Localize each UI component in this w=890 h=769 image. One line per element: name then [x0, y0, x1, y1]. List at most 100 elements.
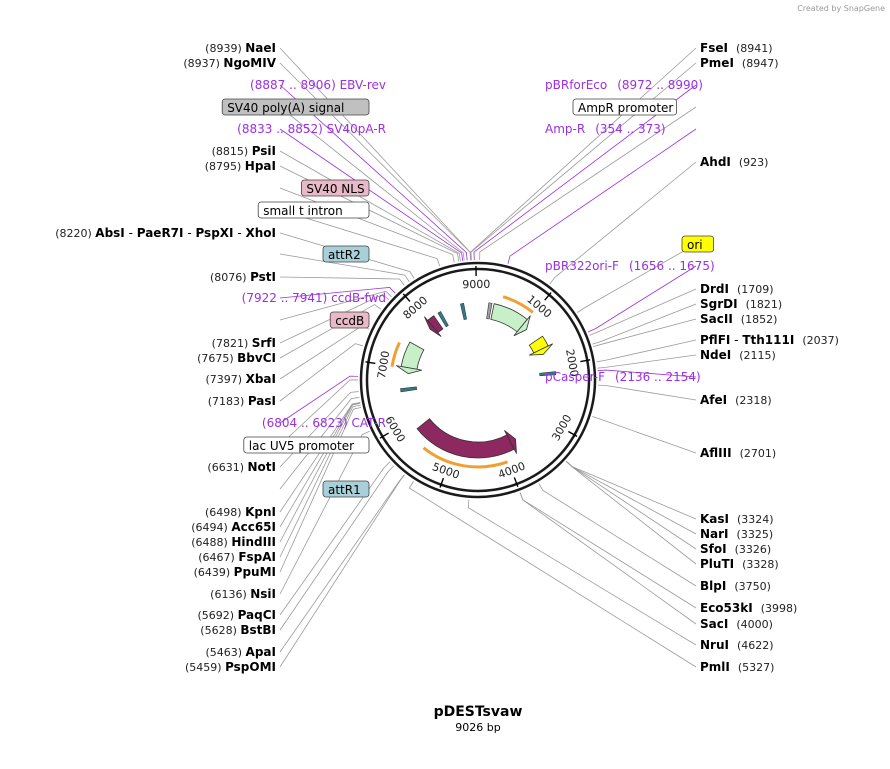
enzyme-site-label: (6494) Acc65I	[191, 520, 276, 534]
primer-name: EBV-rev	[340, 78, 386, 92]
enzyme-leader	[589, 288, 697, 336]
tick-mark-4000	[513, 477, 519, 488]
enzyme-name: HindIII	[231, 535, 276, 549]
enzyme-leader	[565, 461, 697, 565]
enzyme-name: AfeI	[700, 393, 727, 407]
tick-label-3000: 3000	[549, 412, 574, 443]
feature-box-rect	[221, 98, 370, 116]
enzyme-separator: -	[234, 226, 246, 240]
enzyme-name: SfoI	[700, 542, 727, 556]
primer-leader	[279, 128, 464, 262]
enzyme-site-label: (5628) BstBI	[200, 623, 276, 637]
enzyme-position: (6136)	[210, 588, 250, 601]
enzyme-leader	[279, 474, 405, 668]
enzyme-position: (5327)	[738, 661, 775, 674]
feature-box-label: ori	[681, 235, 715, 253]
enzyme-name: SrfI	[252, 336, 276, 350]
enzyme-leader	[279, 430, 370, 595]
enzyme-leader	[593, 318, 697, 348]
enzyme-name: ApaI	[246, 645, 276, 659]
orf-arrow-ampr	[502, 295, 534, 314]
enzyme-leader	[279, 406, 362, 573]
enzyme-site-label: PluTI(3328)	[700, 557, 779, 571]
primer-range: (354 .. 373)	[595, 122, 665, 136]
feature-box-label: attR2	[322, 245, 370, 263]
primer-range: (8887 .. 8906)	[250, 78, 340, 92]
marker-block-2	[400, 386, 418, 393]
enzyme-leader	[519, 492, 697, 625]
enzyme-position: (8937)	[183, 57, 223, 70]
enzyme-leader	[566, 460, 697, 520]
enzyme-name: SacI	[700, 617, 728, 631]
feature-box-leader	[479, 106, 697, 261]
plasmid-name: pDESTsvaw	[434, 704, 523, 720]
enzyme-site-label: SfoI(3326)	[700, 542, 771, 556]
enzyme-site-label: (8795) HpaI	[205, 159, 276, 173]
primer-name: CAT-R	[351, 416, 386, 430]
enzyme-position: (923)	[739, 156, 769, 169]
enzyme-site-label: SacI(4000)	[700, 617, 773, 631]
feature-box-label: small t intron	[257, 201, 370, 219]
feature-box-leader	[577, 243, 697, 313]
feature-box-text: SV40 NLS	[306, 182, 364, 196]
enzyme-position: (6439)	[194, 566, 234, 579]
enzyme-position: (7821)	[212, 337, 252, 350]
enzyme-position: (7183)	[208, 395, 248, 408]
enzyme-name: BbvCI	[237, 351, 276, 365]
tick-label-7000: 7000	[375, 350, 392, 380]
enzyme-position: (3325)	[737, 528, 774, 541]
feature-box-leader	[279, 106, 465, 261]
primer-range: (8972 .. 8990)	[617, 78, 703, 92]
enzyme-leader	[279, 465, 395, 631]
enzyme-position: (6498)	[205, 506, 245, 519]
enzyme-name: PasI	[248, 394, 276, 408]
enzyme-name: PflFI	[700, 333, 730, 347]
feature-box-rect	[243, 436, 370, 454]
enzyme-site-label: (8939) NaeI	[205, 41, 276, 55]
primer-leader	[279, 84, 468, 261]
feature-box-label: AmpR promoter	[572, 98, 677, 116]
enzyme-leader	[279, 402, 361, 543]
feature-box-leader	[279, 290, 392, 321]
primer-label: Amp-R(354 .. 373)	[545, 122, 666, 136]
orf-arrow-cmr	[390, 341, 401, 367]
enzyme-name: XbaI	[246, 372, 276, 386]
enzyme-site-label: DrdI(1709)	[700, 282, 774, 296]
feature-box-leader	[279, 379, 359, 446]
enzyme-site-label: (7821) SrfI	[212, 336, 276, 350]
feature-arrowhead-ccdb	[424, 316, 442, 337]
enzyme-name: AbsI	[95, 226, 124, 240]
enzyme-position: (8220)	[55, 227, 95, 240]
enzyme-separator: -	[184, 226, 196, 240]
enzyme-position: (3998)	[761, 602, 798, 615]
enzyme-leader	[279, 293, 390, 344]
enzyme-name: AhdI	[700, 155, 731, 169]
enzyme-leader	[467, 499, 697, 646]
enzyme-name: XhoI	[245, 226, 276, 240]
enzyme-position: (5692)	[197, 609, 237, 622]
enzyme-leader	[597, 354, 697, 369]
enzyme-leader	[279, 404, 361, 558]
enzyme-name: PpuMI	[234, 565, 276, 579]
marker-block-3	[539, 371, 557, 377]
enzyme-site-label: SgrDI(1821)	[700, 297, 782, 311]
enzyme-leader	[279, 474, 405, 653]
orf-arrow-mini-white	[422, 446, 509, 469]
enzyme-leader	[592, 416, 697, 454]
feature-arc-mini-white	[416, 418, 515, 459]
primer-label: (6804 .. 6823) CAT-R	[262, 416, 386, 430]
feature-box-rect	[257, 201, 370, 219]
enzyme-name: DrdI	[700, 282, 729, 296]
enzyme-position: (6631)	[207, 461, 247, 474]
primer-name: SV40pA-R	[327, 122, 386, 136]
feature-box-leader	[279, 253, 410, 282]
feature-arc-cmr	[400, 341, 425, 370]
feature-box-rect	[322, 480, 370, 498]
enzyme-site-label: (6631) NotI	[207, 460, 276, 474]
enzyme-position: (2701)	[740, 447, 777, 460]
primer-leader	[279, 287, 396, 299]
feature-box-label: SV40 NLS	[300, 179, 370, 197]
enzyme-site-label: NarI(3325)	[700, 527, 773, 541]
tick-label-2000: 2000	[563, 348, 581, 378]
